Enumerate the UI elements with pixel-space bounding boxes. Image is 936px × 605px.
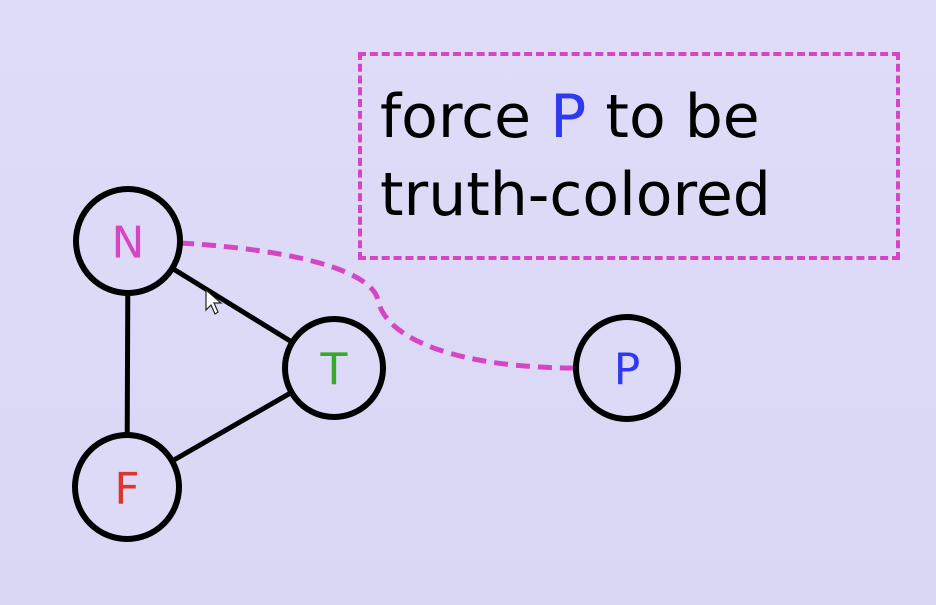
callout-box: force P to be truth-colored — [358, 52, 900, 260]
node-p-label: P — [614, 345, 641, 396]
callout-text-pre: force — [380, 82, 551, 152]
node-f-circle — [72, 432, 182, 542]
node-t-circle — [282, 316, 386, 420]
edge-n-p-dashed — [179, 240, 577, 371]
node-p-circle — [573, 314, 681, 422]
node-n-label: N — [112, 218, 145, 269]
node-t-label: T — [320, 345, 348, 396]
cursor-pointer-icon — [205, 288, 223, 315]
node-f-label: F — [114, 464, 139, 515]
node-t: T — [282, 316, 386, 420]
callout-line-2: truth-colored — [380, 160, 771, 230]
node-p: P — [573, 314, 681, 422]
callout-text-post: to be — [586, 82, 760, 152]
node-n-circle — [73, 186, 183, 296]
callout-line-1: force P to be — [380, 78, 878, 156]
node-f: F — [72, 432, 182, 542]
node-n: N — [73, 186, 183, 296]
callout-variable: P — [550, 82, 587, 152]
